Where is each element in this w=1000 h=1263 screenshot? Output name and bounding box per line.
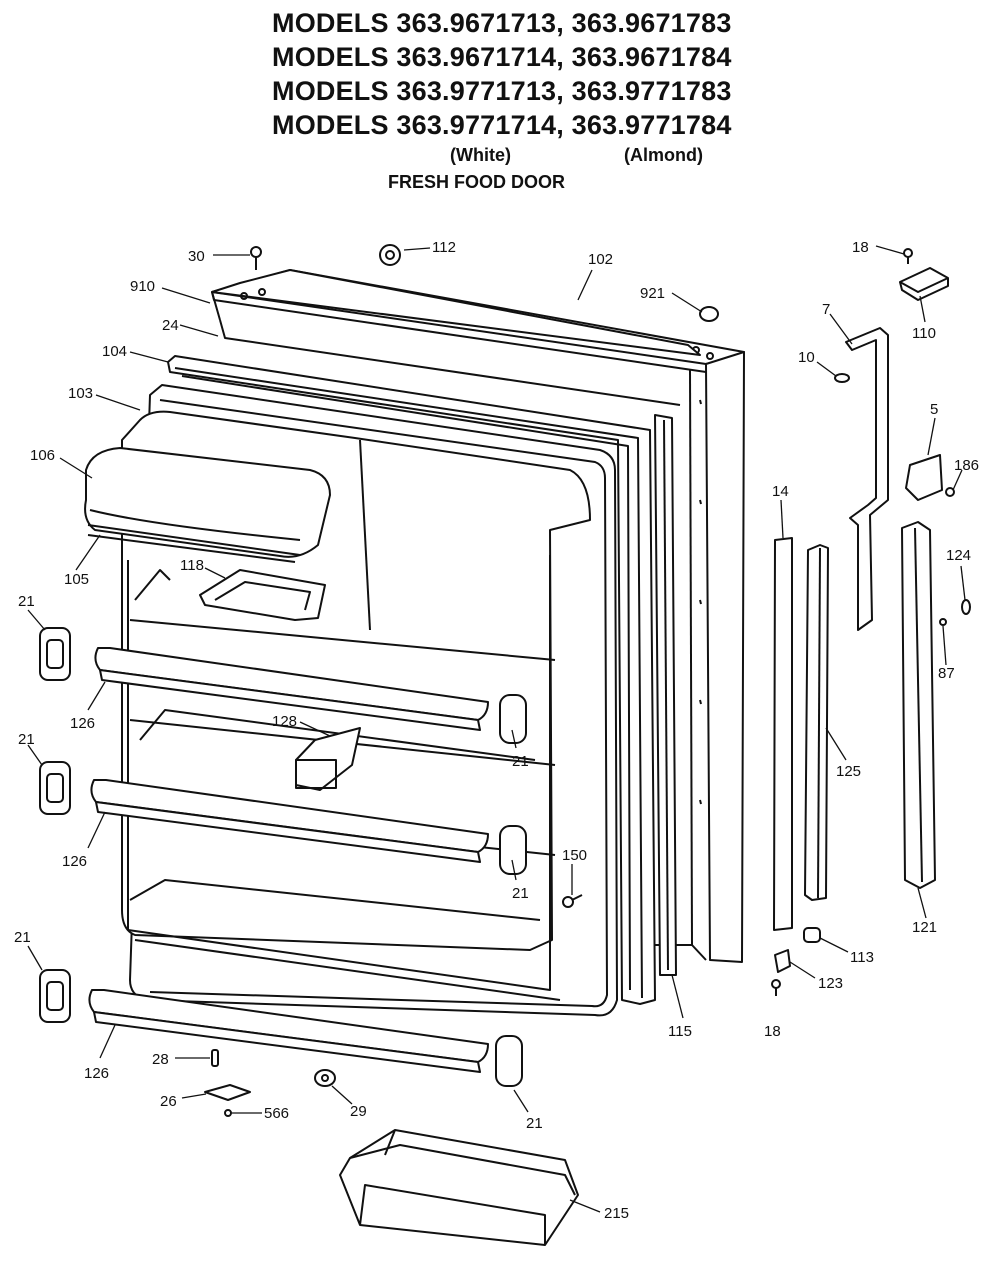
part-label: 5 [930,401,938,418]
screw-150 [562,894,583,908]
shelf-end-cap [499,825,527,875]
part-label: 215 [604,1205,629,1222]
clip-124 [961,599,971,615]
screw-186 [945,487,955,497]
color-almond-label: (Almond) [624,145,703,165]
part-label: 921 [640,285,665,302]
door-bin [339,1129,579,1246]
bottle-retainer [295,727,361,791]
part-label: 150 [562,847,587,864]
part-label: 186 [954,457,979,474]
stop-5 [905,454,943,501]
part-label: 21 [512,753,529,770]
shelf-end-cap [499,694,527,744]
bracket-123 [774,949,791,973]
part-label: 128 [272,713,297,730]
part-label: 21 [14,929,31,946]
part-label: 18 [852,239,869,256]
plug-921 [699,306,719,322]
diagram-header: MODELS 363.9671713, 363.9671783 MODELS 3… [0,0,1000,200]
hinge-cover-110 [899,267,949,301]
screw-18-top [903,248,913,264]
part-label: 29 [350,1103,367,1120]
part-label: 26 [160,1093,177,1110]
part-label: 124 [946,547,971,564]
nut-29 [314,1069,336,1087]
shelf-end-cap [39,627,71,681]
part-labels: 30 112 102 910 921 24 104 103 106 105 11… [14,239,979,1222]
part-label: 105 [64,571,89,588]
part-label: 112 [432,239,456,256]
part-label: 115 [668,1023,692,1040]
model-line-3: MODELS 363.9771713, 363.9771783 [272,76,732,106]
part-label: 126 [70,715,95,732]
spacer-26 [204,1084,251,1101]
screw-18-bottom [771,979,781,996]
egg-tray [199,569,326,621]
handle-125 [804,544,829,901]
part-label: 102 [588,251,613,268]
handle-trim-14 [773,537,793,931]
model-line-2: MODELS 363.9671714, 363.9671784 [272,42,732,72]
model-line-4: MODELS 363.9771714, 363.9771784 [272,110,732,140]
part-label: 87 [938,665,955,682]
side-seal-strip [654,414,677,976]
part-label: 10 [798,349,815,366]
part-label: 123 [818,975,843,992]
shelf-end-cap [495,1035,523,1087]
handle-121 [901,521,936,889]
shelf-end-cap [39,761,71,815]
hinge-cap-112 [379,244,401,266]
butter-compartment-door [84,447,331,563]
section-title: FRESH FOOD DOOR [388,172,566,192]
door-shelf-bar [88,989,489,1073]
hinge-bracket-7 [845,327,889,631]
door-shelf-bar [90,779,489,863]
part-label: 118 [180,557,204,574]
part-label: 28 [152,1051,169,1068]
shelf-end-cap [39,969,71,1023]
door-gasket [167,355,656,1005]
part-label: 21 [18,593,35,610]
model-line-1: MODELS 363.9671713, 363.9671783 [272,8,732,38]
part-label: 910 [130,278,155,295]
retainer-28 [211,1049,219,1067]
part-label: 126 [84,1065,109,1082]
part-label: 110 [912,325,936,342]
part-label: 566 [264,1105,289,1122]
screw-87 [939,618,947,626]
leader-lines [27,245,966,1213]
color-white-label: (White) [450,145,511,165]
shim-10 [834,373,850,383]
door-shelf-bar [94,647,489,731]
part-label: 113 [850,949,874,966]
part-label: 7 [822,301,830,318]
part-label: 121 [912,919,937,936]
part-label: 103 [68,385,93,402]
clip-113 [803,927,821,943]
part-label: 21 [526,1115,543,1132]
part-label: 24 [162,317,179,334]
part-label: 14 [772,483,789,500]
screw-30 [250,246,262,270]
part-label: 106 [30,447,55,464]
part-label: 21 [512,885,529,902]
part-label: 30 [188,248,205,265]
part-label: 125 [836,763,861,780]
part-label: 126 [62,853,87,870]
part-label: 21 [18,731,35,748]
part-label: 104 [102,343,127,360]
top-cap [211,269,701,406]
part-label: 18 [764,1023,781,1040]
